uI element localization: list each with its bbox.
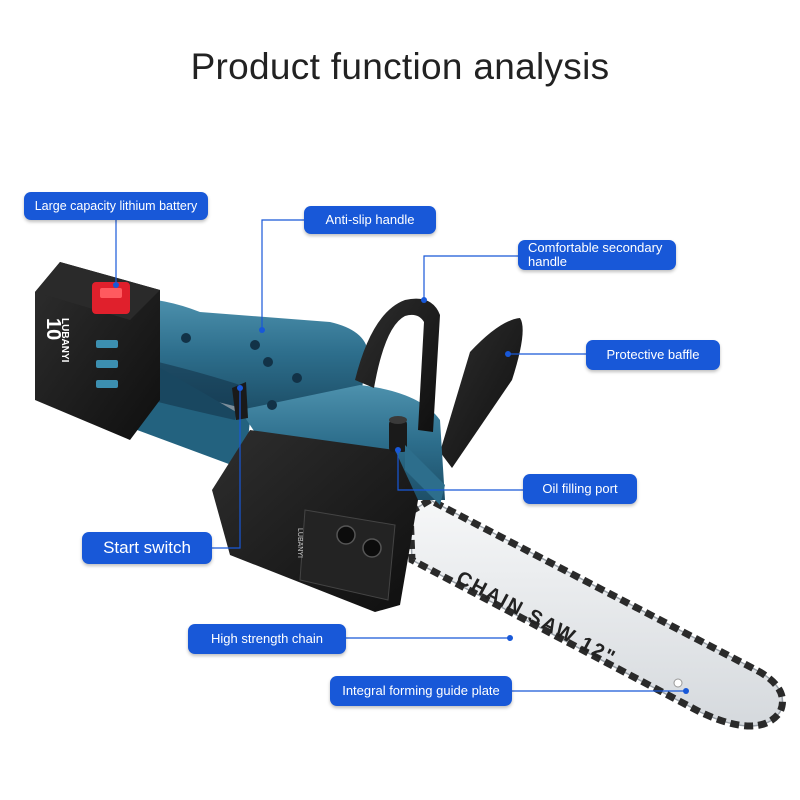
page-title: Product function analysis [190, 46, 610, 87]
oil-filling-port [389, 420, 407, 452]
motor-cover: LUBANYI [212, 430, 418, 612]
battery-print-sub: LUBANYI [59, 318, 70, 363]
callout-protective-baffle: Protective baffle [586, 340, 720, 370]
callout-oil-filling-port: Oil filling port [523, 474, 637, 504]
protective-baffle [440, 318, 523, 468]
leader-dots [113, 282, 689, 694]
battery-print-main: 10 [42, 318, 64, 340]
callout-guide-plate: Integral forming guide plate [330, 676, 512, 706]
callout-secondary-handle: Comfortable secondary handle [518, 240, 676, 270]
battery-pack: 10 LUBANYI [35, 262, 160, 440]
callout-anti-slip-handle: Anti-slip handle [304, 206, 436, 234]
callout-start-switch: Start switch [82, 532, 212, 564]
callout-battery: Large capacity lithium battery [24, 192, 208, 220]
leader-lines [115, 219, 686, 692]
svg-text:LUBANYI: LUBANYI [296, 528, 303, 558]
callout-high-strength-chain: High strength chain [188, 624, 346, 654]
secondary-handle [355, 298, 440, 432]
